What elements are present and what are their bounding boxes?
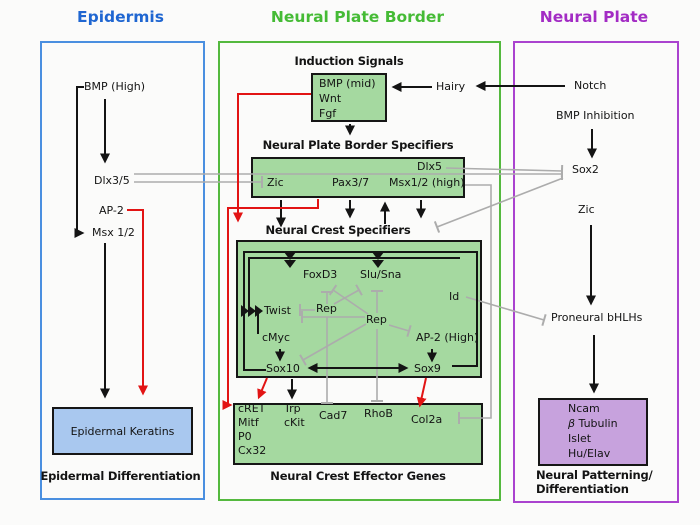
node-col2a: Col2a [411, 413, 443, 426]
node-proneural-bhlhs: Proneural bHLHs [551, 311, 643, 324]
node-wnt: Wnt [319, 92, 342, 105]
effector-genes-caption: Neural Crest Effector Genes [270, 469, 446, 483]
neural-plate-border-panel [218, 41, 501, 501]
neural-patterning-caption-line2: Differentiation [536, 482, 629, 496]
epidermis-panel [40, 41, 205, 500]
node-msx1-2: Msx 1/2 [92, 226, 135, 239]
node-cad7: Cad7 [319, 409, 348, 422]
epidermal-keratins-box: Epidermal Keratins [52, 407, 193, 455]
neuronal-genes-box [538, 398, 648, 466]
node-zic: Zic [267, 176, 284, 189]
node-hu-elav: Hu/Elav [568, 447, 611, 460]
node-ap2: AP-2 [99, 204, 124, 217]
node-bmp-inhibition: BMP Inhibition [556, 109, 635, 122]
node-bmp-high: BMP (High) [84, 80, 146, 93]
neural-plate-panel [513, 41, 679, 503]
node-id: Id [449, 290, 460, 303]
node-slu-sna: Slu/Sna [360, 268, 402, 281]
node-msx1-2-high: Msx1/2 (high) [389, 176, 465, 189]
epidermal-differentiation-caption: Epidermal Differentiation [40, 469, 201, 483]
node-islet: Islet [568, 432, 592, 445]
node-rep-1: Rep [316, 302, 337, 315]
node-notch: Notch [574, 79, 607, 92]
beta-symbol: β [568, 417, 576, 430]
node-rep-2: Rep [366, 313, 387, 326]
node-cmyc: cMyc [262, 331, 291, 344]
induction-signals-header: Induction Signals [294, 54, 404, 68]
node-zic-neural-plate: Zic [578, 203, 595, 216]
border-specifiers-header: Neural Plate Border Specifiers [262, 138, 454, 152]
node-foxd3: FoxD3 [303, 268, 338, 281]
effector-genes-box [233, 403, 483, 465]
node-mitf: Mitf [238, 416, 259, 429]
node-bmp-mid: BMP (mid) [319, 77, 376, 90]
epidermis-title: Epidermis [77, 8, 164, 26]
neural-patterning-caption-line1: Neural Patterning/ [536, 468, 653, 482]
node-cret: cRET [238, 402, 266, 415]
induction-genes-list: BMP (mid) Wnt Fgf [319, 76, 376, 121]
neural-plate-border-title: Neural Plate Border [270, 8, 445, 26]
tubulin-text: Tubulin [578, 417, 618, 430]
effector-genes-column-1: cRET Mitf P0 Cx32 [238, 402, 266, 458]
node-sox2: Sox2 [572, 163, 599, 176]
node-cx32: Cx32 [238, 444, 267, 457]
node-trp: Trp [284, 402, 301, 415]
crest-specifiers-header: Neural Crest Specifiers [265, 223, 411, 237]
node-sox9: Sox9 [414, 362, 441, 375]
node-twist: Twist [264, 304, 291, 317]
node-dlx5: Dlx5 [417, 160, 443, 173]
neural-patterning-caption: Neural Patterning/ Differentiation [536, 468, 653, 496]
node-sox10: Sox10 [266, 362, 300, 375]
node-ap2-high: AP-2 (High) [416, 331, 479, 344]
node-ckit: cKit [284, 416, 305, 429]
node-dlx3-5: Dlx3/5 [94, 174, 130, 187]
node-pax3-7: Pax3/7 [332, 176, 370, 189]
node-ncam: Ncam [568, 402, 600, 415]
induction-signals-box [311, 73, 387, 122]
node-hairy: Hairy [436, 80, 466, 93]
neuronal-genes-list: Ncam β Tubulin Islet Hu/Elav [568, 401, 618, 461]
epidermal-keratins-label: Epidermal Keratins [70, 424, 175, 438]
node-fgf: Fgf [319, 107, 337, 120]
node-p0: P0 [238, 430, 252, 443]
node-rhob: RhoB [364, 407, 393, 420]
node-beta-tubulin: β Tubulin [568, 416, 618, 431]
effector-genes-column-2: Trp cKit [284, 402, 305, 430]
neural-plate-title: Neural Plate [539, 8, 649, 26]
